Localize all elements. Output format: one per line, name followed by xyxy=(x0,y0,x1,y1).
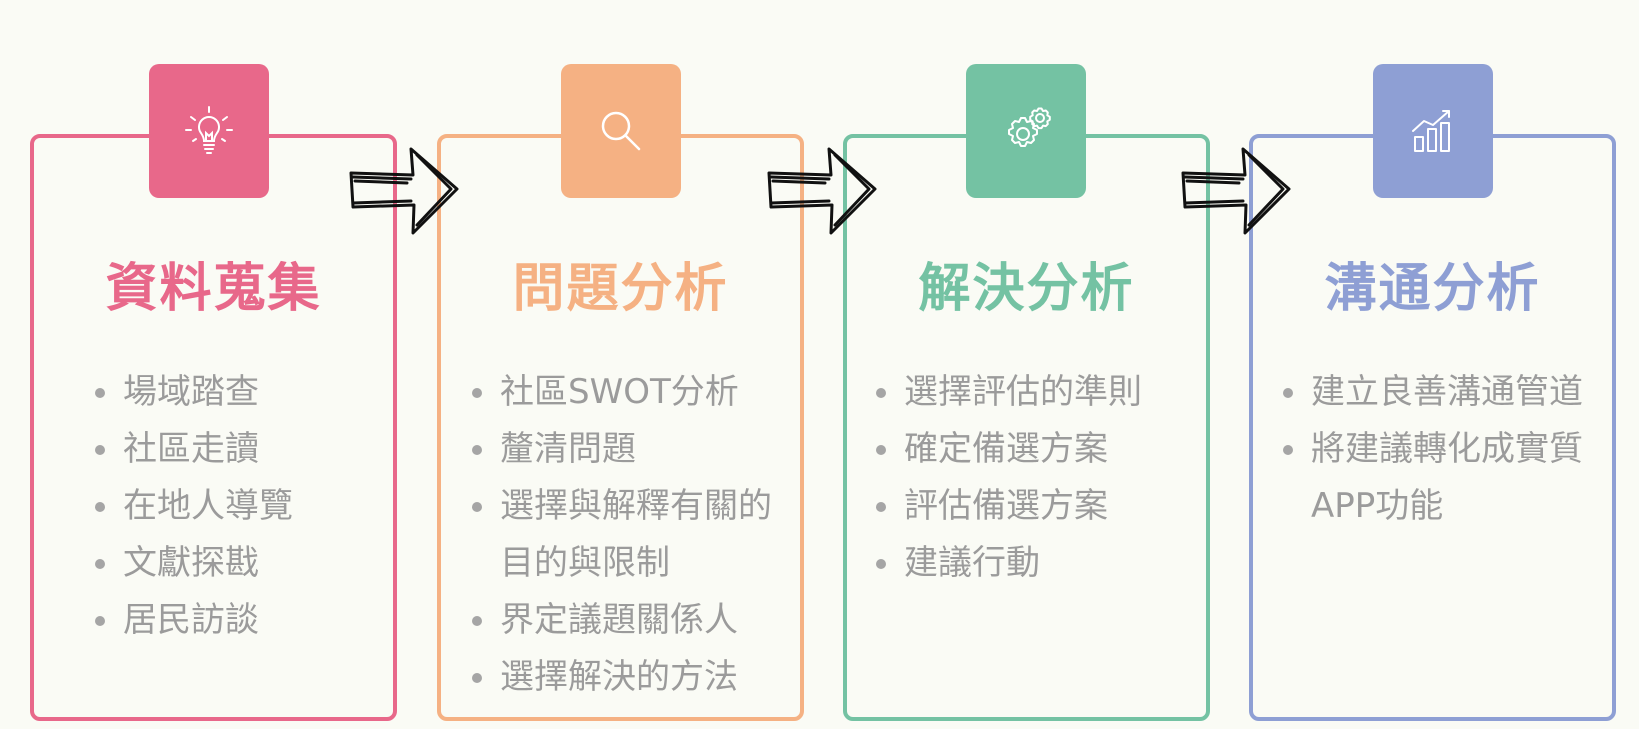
stage-item-list: 建立良善溝通管道 將建議轉化成實質 APP功能 xyxy=(1283,364,1583,535)
list-item: 建立良善溝通管道 xyxy=(1283,364,1583,421)
list-item: 評估備選方案 xyxy=(876,478,1142,535)
lightbulb-icon xyxy=(185,106,233,154)
stage-title: 解決分析 xyxy=(918,259,1135,319)
stage-icon-badge xyxy=(149,64,269,198)
stage-item-list: 社區SWOT分析 釐清問題 選擇與解釋有關的 目的與限制 界定議題關係人 選擇解… xyxy=(472,364,772,706)
list-item: 目的與限制 xyxy=(500,543,670,583)
list-item: APP功能 xyxy=(1311,486,1444,526)
arrow-right-icon xyxy=(1181,147,1291,235)
list-item: 將建議轉化成實質 xyxy=(1283,421,1583,478)
list-item: 確定備選方案 xyxy=(876,421,1142,478)
list-item: 釐清問題 xyxy=(472,421,772,478)
arrow-right-icon xyxy=(349,147,459,235)
list-item: 界定議題關係人 xyxy=(472,592,772,649)
stage-icon-badge xyxy=(561,64,681,198)
stage-title: 溝通分析 xyxy=(1324,259,1541,319)
stage-item-list: 場域踏查 社區走讀 在地人導覽 文獻探戡 居民訪談 xyxy=(95,364,293,649)
list-item: 選擇解決的方法 xyxy=(472,649,772,706)
magnifier-icon xyxy=(601,111,641,151)
bar-chart-icon xyxy=(1412,110,1450,152)
gears-icon xyxy=(1008,107,1051,147)
list-item: 在地人導覽 xyxy=(95,478,293,535)
list-item: 建議行動 xyxy=(876,535,1142,592)
arrow-right-icon xyxy=(767,147,877,235)
list-item: 選擇與解釋有關的 xyxy=(472,478,772,535)
list-item: 社區SWOT分析 xyxy=(472,364,772,421)
stage-icon-badge xyxy=(966,64,1086,198)
stage-item-list: 選擇評估的準則 確定備選方案 評估備選方案 建議行動 xyxy=(876,364,1142,592)
stage-title: 問題分析 xyxy=(512,259,729,319)
list-item: 居民訪談 xyxy=(95,592,293,649)
stage-title: 資料蒐集 xyxy=(105,259,322,319)
list-item: 選擇評估的準則 xyxy=(876,364,1142,421)
list-item: 文獻探戡 xyxy=(95,535,293,592)
stage-icon-badge xyxy=(1373,64,1493,198)
list-item: 場域踏查 xyxy=(95,364,293,421)
list-item: 社區走讀 xyxy=(95,421,293,478)
